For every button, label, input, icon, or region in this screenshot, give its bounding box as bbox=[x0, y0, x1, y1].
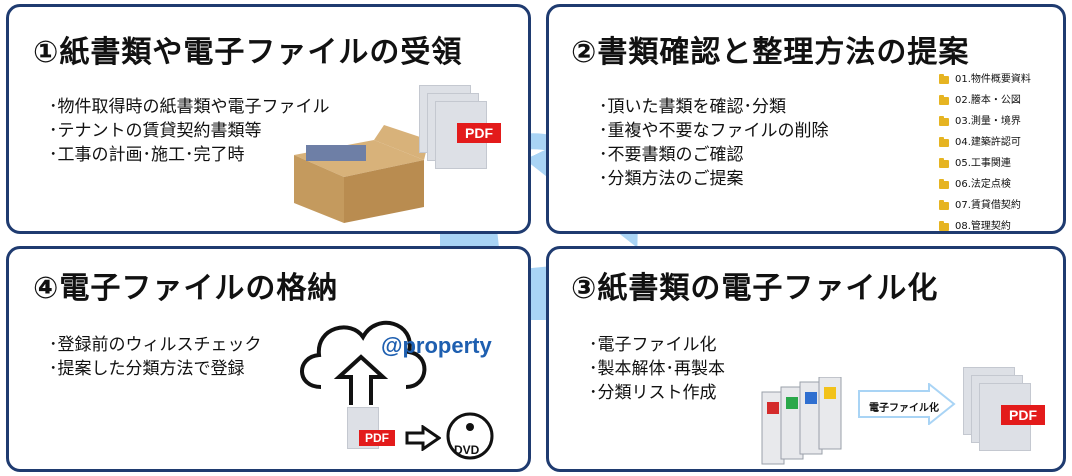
folder-item: 06.法定点検 bbox=[939, 174, 1031, 195]
list-item: ･頂いた書類を確認･分類 bbox=[599, 97, 786, 117]
folder-icon bbox=[939, 199, 949, 210]
list-item: ･工事の計画･施工･完了時 bbox=[49, 145, 245, 165]
folder-icon bbox=[939, 157, 949, 168]
item-list: ･登録前のウィルスチェック ･提案した分類方法で登録 bbox=[49, 333, 262, 381]
item-list: ･電子ファイル化 ･製本解体･再製本 ･分類リスト作成 bbox=[589, 333, 725, 405]
list-item: ･分類リスト作成 bbox=[589, 383, 717, 403]
list-item: ･分類方法のご提案 bbox=[599, 169, 744, 189]
pdf-badge: PDF bbox=[359, 430, 395, 446]
folder-icon bbox=[939, 178, 949, 189]
panel-proposal: ②書類確認と整理方法の提案 ･頂いた書類を確認･分類 ･重複や不要なファイルの削… bbox=[546, 4, 1066, 234]
panel-storage: ④電子ファイルの格納 ･登録前のウィルスチェック ･提案した分類方法で登録 @p… bbox=[6, 246, 531, 472]
folder-icon bbox=[939, 115, 949, 126]
list-item: ･提案した分類方法で登録 bbox=[49, 359, 245, 379]
panel-title: ③紙書類の電子ファイル化 bbox=[571, 271, 939, 306]
list-item: ･製本解体･再製本 bbox=[589, 359, 725, 379]
pdf-badge: PDF bbox=[457, 123, 501, 143]
folder-icon bbox=[939, 73, 949, 84]
folder-icon bbox=[939, 136, 949, 147]
list-item: ･登録前のウィルスチェック bbox=[49, 335, 262, 355]
folder-item: 02.謄本・公図 bbox=[939, 90, 1031, 111]
folder-item: 03.測量・境界 bbox=[939, 111, 1031, 132]
item-list: ･物件取得時の紙書類や電子ファイル ･テナントの賃貸契約書類等 ･工事の計画･施… bbox=[49, 95, 330, 167]
cloud-upload-icon bbox=[300, 320, 427, 405]
folder-icon bbox=[939, 94, 949, 105]
arrow-label: 電子ファイル化 bbox=[869, 403, 939, 414]
folder-item: 08.管理契約 bbox=[939, 216, 1031, 237]
folder-list: 01.物件概要資料 02.謄本・公図 03.測量・境界 04.建築許認可 05.… bbox=[939, 69, 1031, 237]
folder-item: 07.賃貸借契約 bbox=[939, 195, 1031, 216]
list-item: ･不要書類のご確認 bbox=[599, 145, 744, 165]
list-item: ･電子ファイル化 bbox=[589, 335, 717, 355]
dvd-icon bbox=[446, 412, 494, 460]
item-list: ･頂いた書類を確認･分類 ･重複や不要なファイルの削除 ･不要書類のご確認 ･分… bbox=[599, 95, 829, 191]
list-item: ･テナントの賃貸契約書類等 bbox=[49, 121, 262, 141]
panel-title: ②書類確認と整理方法の提案 bbox=[571, 35, 970, 70]
dvd-label: DVD bbox=[454, 443, 480, 457]
folder-item: 05.工事関連 bbox=[939, 153, 1031, 174]
folder-item: 04.建築許認可 bbox=[939, 132, 1031, 153]
pdf-badge: PDF bbox=[1001, 405, 1045, 425]
folder-icon bbox=[939, 220, 949, 231]
brand-logo: @property bbox=[381, 333, 492, 358]
document-box-image bbox=[294, 125, 429, 223]
folder-item: 01.物件概要資料 bbox=[939, 69, 1031, 90]
list-item: ･重複や不要なファイルの削除 bbox=[599, 121, 829, 141]
panel-receive: ①紙書類や電子ファイルの受領 ･物件取得時の紙書類や電子ファイル ･テナントの賃… bbox=[6, 4, 531, 234]
panel-title: ④電子ファイルの格納 bbox=[33, 271, 339, 306]
binders-image bbox=[761, 377, 842, 465]
arrow-right-icon bbox=[405, 425, 441, 451]
panel-title: ①紙書類や電子ファイルの受領 bbox=[33, 35, 463, 70]
convert-arrow bbox=[858, 383, 956, 425]
list-item: ･物件取得時の紙書類や電子ファイル bbox=[49, 97, 330, 117]
panel-digitize: ③紙書類の電子ファイル化 ･電子ファイル化 ･製本解体･再製本 ･分類リスト作成… bbox=[546, 246, 1066, 472]
